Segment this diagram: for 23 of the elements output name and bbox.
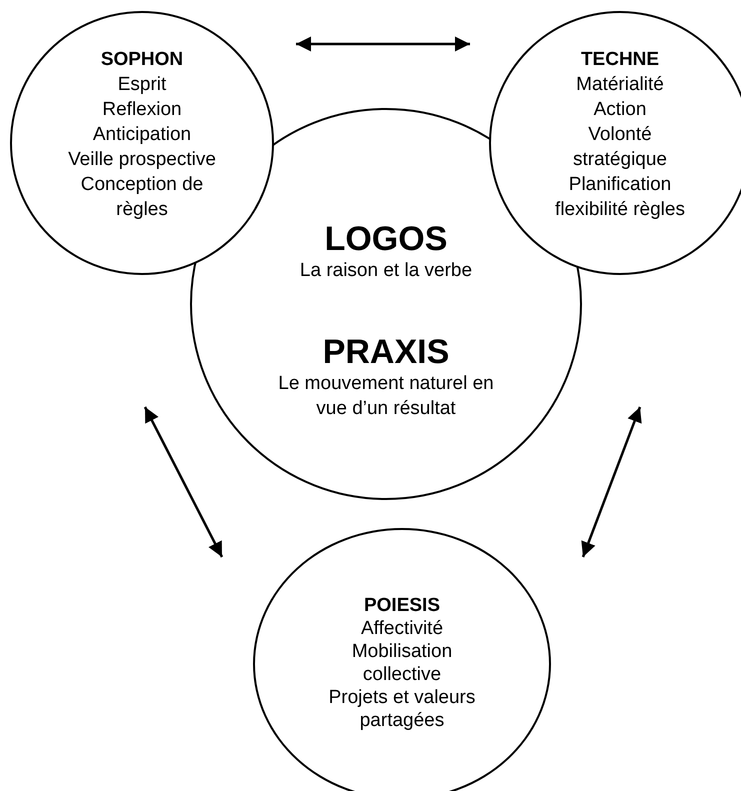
node-text: Affectivité <box>360 617 444 640</box>
node-text: Anticipation <box>92 123 192 147</box>
node-text: Conception de règles <box>80 173 204 222</box>
node-heading: POIESIS <box>364 594 440 617</box>
node-text: Mobilisation collective <box>350 640 454 686</box>
node-text: Action <box>594 98 646 122</box>
node-text: Matérialité <box>576 73 664 97</box>
double-arrow <box>144 406 224 558</box>
node-heading: TECHNE <box>580 48 660 72</box>
node-heading: SOPHON <box>100 48 184 72</box>
node-text: Volonté stratégique <box>572 123 668 172</box>
node-text: flexibilité règles <box>555 198 685 222</box>
double-arrow <box>296 36 470 52</box>
double-arrow <box>581 406 642 558</box>
node-text: Esprit <box>118 73 166 97</box>
node-heading: LOGOS <box>324 220 448 258</box>
node-text: Planification <box>568 173 672 197</box>
node-text: Projets et valeurs partagées <box>328 686 476 732</box>
node-text: Veille prospective <box>68 148 216 172</box>
node-heading: PRAXIS <box>322 333 450 371</box>
node-text: Le mouvement naturel en vue d’un résultat <box>277 372 495 421</box>
node-text: La raison et la verbe <box>300 259 472 283</box>
node-text: Reflexion <box>102 98 182 122</box>
